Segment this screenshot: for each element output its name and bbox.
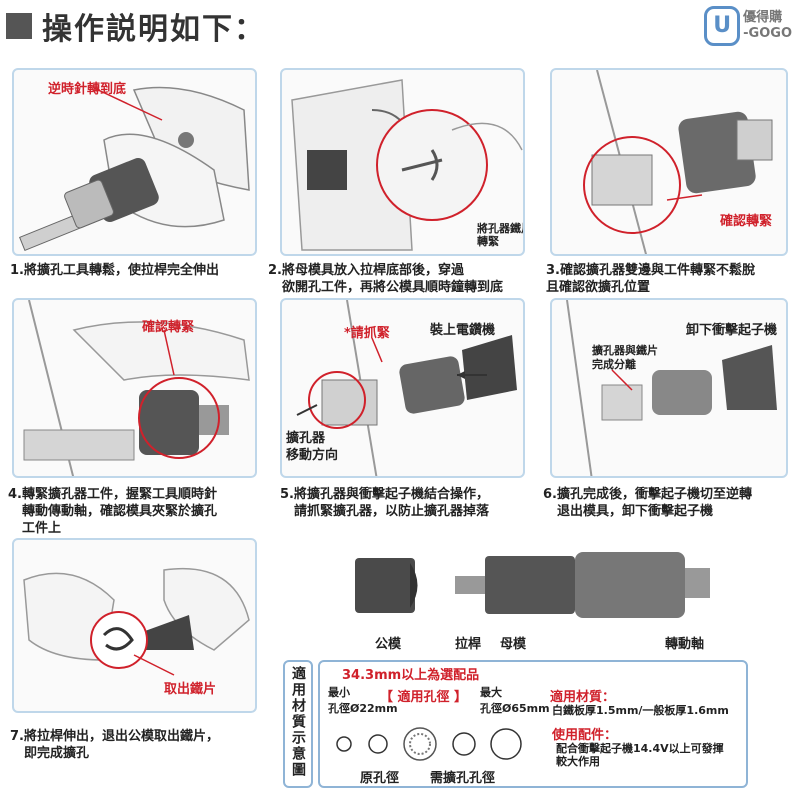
logo-badge-icon: U [704,6,741,46]
step-1-image: 逆時針轉到底 [12,68,257,256]
step-7-caption-l1: 7.將拉桿伸出，退出公模取出鐵片， [10,729,219,744]
title-text: 操作説明如下： [42,12,266,47]
step-3-callout: 確認轉緊 [720,214,773,229]
step-7-image: 取出鐵片 [12,538,257,713]
step-3-caption-l1: 3.確認擴孔器雙邊與工件轉緊不鬆脫 [546,263,755,278]
step-5-caption-l2: 請抓緊擴孔器，以防止擴孔器掉落 [294,504,490,519]
step-5-move-l1: 擴孔器 [286,431,326,446]
part-female-label: 母模 [500,637,527,652]
step-1-callout: 逆時針轉到底 [48,82,127,97]
step-3-image: 確認轉緊 [550,68,788,256]
spec-material-title: 適用材質： [550,690,616,705]
part-male-label: 公模 [375,637,402,652]
spec-accessory-title: 使用配件： [552,728,618,743]
step-2-caption-l2: 欲開孔工件，再將公模具順時鐘轉到底 [282,280,504,295]
step-6-image: 卸下衝擊起子機 擴孔器與鐵片 完成分離 [550,298,788,478]
brand-logo: U 優得購 -GOGO [704,6,792,46]
spec-material-value: 白鐵板厚1.5mm/一般板厚1.6mm [552,704,729,717]
spec-accessory-l2: 較大作用 [556,755,600,768]
step-1-illustration [19,86,250,251]
step-1-caption-l1: 1.將擴孔工具轉鬆，使拉桿完全伸出 [10,263,219,278]
step-7-caption-l2: 即完成擴孔 [24,746,90,761]
step-6-sep-l1: 擴孔器與鐵片 [592,344,658,357]
spec-min-row: 最小 [328,684,350,701]
spec-orig-hole: 原孔徑 [360,771,400,786]
step-2-caption-l1: 2.將母模具放入拉桿底部後，穿過 [268,263,464,278]
step-4-illustration [23,300,250,476]
spec-side-tab: 適用材質示意圖 [283,660,313,788]
spec-max-label: 最大 [480,686,502,699]
spec-range-note: 34.3mm以上為選配品 [342,668,480,683]
step-4-caption: 4.轉緊擴孔器工件，握緊工具順時針 轉動傳動軸，確認模具夾緊於擴孔 工件上 [8,486,217,537]
step-4-caption-l2: 轉動傳動軸，確認模具夾緊於擴孔 [22,504,218,519]
hole-size-diagram [336,727,522,761]
step-3-caption-l2: 且確認欲擴孔位置 [546,280,651,295]
step-5-image: *請抓緊 裝上電鑽機 擴孔器 移動方向 [280,298,525,478]
spec-need-hole: 需擴孔孔徑 [430,771,496,786]
logo-text: 優得購 -GOGO [743,10,792,42]
step-5-caption-l1: 5.將擴孔器與衝擊起子機結合操作， [280,487,489,502]
logo-line2: -GOGO [743,26,792,41]
step-3-caption: 3.確認擴孔器雙邊與工件轉緊不鬆脫 且確認欲擴孔位置 [546,262,755,296]
step-2-image: 將孔器鐵片 轉緊 [280,68,525,256]
step-5-caption: 5.將擴孔器與衝擊起子機結合操作， 請抓緊擴孔器，以防止擴孔器掉落 [280,486,489,520]
parts-diagram [285,538,755,638]
step-2-illustration [291,79,523,251]
step-2-note-l2: 轉緊 [477,235,499,248]
step-4-image: 確認轉緊 [12,298,257,478]
spec-max-dia: 孔徑Ø65mm [480,702,550,715]
step-4-caption-l3: 工件上 [22,521,62,536]
spec-min-label: 最小 [328,686,350,699]
part-rod-label: 拉桿 [455,637,482,652]
step-5-move-l2: 移動方向 [286,448,339,463]
step-1-caption: 1.將擴孔工具轉鬆，使拉桿完全伸出 [10,262,219,279]
step-3-illustration [583,70,773,254]
spec-accessory-l1: 配合衝擊起子機14.4V以上可發揮 [556,742,724,755]
step-5-callout: *請抓緊 [344,326,390,341]
step-4-callout: 確認轉緊 [142,320,195,335]
spec-side-label: 適用材質示意圖 [290,666,306,778]
title-square-icon [6,13,32,39]
spec-panel: 34.3mm以上為選配品 最小 【 適用孔徑 】 最大 孔徑Ø22mm 孔徑Ø6… [318,660,748,788]
step-7-caption: 7.將拉桿伸出，退出公模取出鐵片， 即完成擴孔 [10,728,219,762]
step-6-illustration [566,300,777,476]
logo-line1: 優得購 [743,10,783,25]
step-5-illustration [296,300,517,476]
step-6-caption-l1: 6.擴孔完成後，衝擊起子機切至逆轉 [543,487,752,502]
spec-applicable-hole: 【 適用孔徑 】 [380,690,468,705]
step-2-caption: 2.將母模具放入拉桿底部後，穿過 欲開孔工件，再將公模具順時鐘轉到底 [268,262,503,296]
page-title: 操作説明如下： [6,4,266,48]
parts-illustration [355,552,710,618]
step-4-caption-l1: 4.轉緊擴孔器工件，握緊工具順時針 [8,487,217,502]
step-7-callout: 取出鐵片 [164,682,217,697]
step-5-drill-label: 裝上電鑽機 [430,323,496,338]
step-6-caption-l2: 退出模具，卸下衝擊起子機 [557,504,714,519]
step-2-note-l1: 將孔器鐵片 [477,222,523,235]
step-6-sep-l2: 完成分離 [592,358,636,371]
step-6-remove-label: 卸下衝擊起子機 [686,323,778,338]
step-6-caption: 6.擴孔完成後，衝擊起子機切至逆轉 退出模具，卸下衝擊起子機 [543,486,752,520]
spec-min-dia: 孔徑Ø22mm [328,702,398,715]
step-7-illustration [23,567,250,676]
part-shaft-label: 轉動軸 [665,637,705,652]
